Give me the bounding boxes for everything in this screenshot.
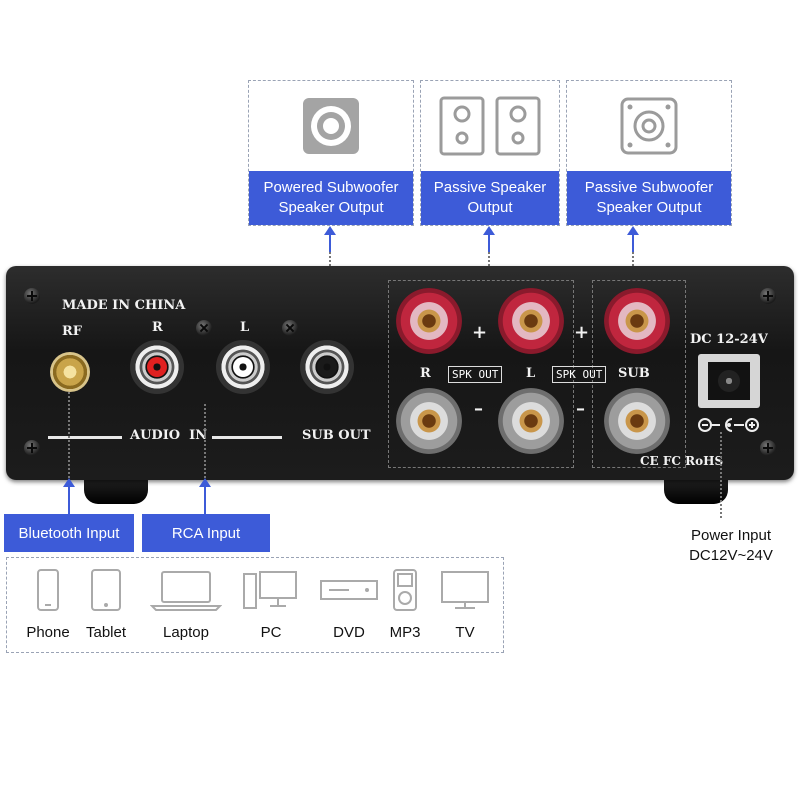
sub-terminal-area xyxy=(592,280,686,468)
screw-icon xyxy=(24,288,40,304)
rca-right-jack xyxy=(130,340,184,394)
sub-out-jack xyxy=(300,340,354,394)
dc-power-jack xyxy=(698,354,760,408)
bluetooth-input-label: Bluetooth Input xyxy=(4,514,134,552)
speakers-icon xyxy=(421,81,559,171)
amplifier-rear-panel: MADE IN CHINA RF R L AUDIO IN SUB OUT + … xyxy=(6,266,794,480)
speaker-r-negative-terminal xyxy=(396,388,462,454)
device-laptop: Laptop xyxy=(143,566,229,641)
device-label: MP3 xyxy=(389,624,421,641)
spk-out-tag: SPK OUT xyxy=(448,366,503,383)
rca-l-label: L xyxy=(240,320,250,335)
device-label: DVD xyxy=(333,624,365,641)
power-input-line1: Power Input xyxy=(690,527,772,544)
screw-icon xyxy=(760,440,776,456)
plus-sign: + xyxy=(574,322,590,343)
mp3-icon xyxy=(369,566,441,614)
minus-sign: – xyxy=(576,398,585,419)
screw-icon xyxy=(760,288,776,304)
spk-out-tag: SPK OUT xyxy=(552,366,607,383)
dvd-icon xyxy=(313,566,385,614)
tv-icon xyxy=(429,566,501,614)
arrow-up-icon xyxy=(324,226,336,235)
screw-icon xyxy=(24,440,40,456)
device-label: PC xyxy=(260,624,282,641)
connector-line xyxy=(488,234,490,252)
polarity-icon xyxy=(696,416,762,434)
connector-line xyxy=(632,234,634,252)
sub-out-label: SUB OUT xyxy=(302,428,371,443)
audio-in-label: AUDIO IN xyxy=(130,428,208,443)
pointer-line xyxy=(204,404,206,478)
rf-antenna-connector xyxy=(50,352,90,392)
audio-in-line-left xyxy=(48,436,122,439)
device-pc: PC xyxy=(235,566,307,641)
rca-left-jack xyxy=(216,340,270,394)
device-label: Phone xyxy=(26,624,70,641)
rubber-foot xyxy=(84,478,148,504)
spk-r-label: R xyxy=(420,366,431,381)
screw-icon xyxy=(196,320,212,336)
pc-icon xyxy=(235,566,307,614)
device-label: TV xyxy=(455,624,475,641)
spk-sub-label: SUB xyxy=(618,366,650,381)
device-mp3: MP3 xyxy=(369,566,441,641)
screw-icon xyxy=(282,320,298,336)
device-label: Tablet xyxy=(85,624,127,641)
device-label: Laptop xyxy=(163,624,209,641)
passive-subwoofer-callout: Passive Subwoofer Speaker Output xyxy=(566,80,732,226)
spk-l-label: L xyxy=(526,366,536,381)
rca-input-label: RCA Input xyxy=(142,514,270,552)
device-dvd: DVD xyxy=(313,566,385,641)
minus-sign: – xyxy=(474,398,483,419)
passive-speaker-label: Passive Speaker Output xyxy=(421,171,559,225)
sub-positive-terminal xyxy=(604,288,670,354)
speaker-l-positive-terminal xyxy=(498,288,564,354)
made-in-china-text: MADE IN CHINA xyxy=(62,298,186,313)
pointer-line xyxy=(720,432,722,518)
rca-r-label: R xyxy=(152,320,163,335)
passive-subwoofer-label: Passive Subwoofer Speaker Output xyxy=(567,171,731,225)
subwoofer-icon xyxy=(249,81,413,171)
connector-line xyxy=(68,486,70,514)
device-tv: TV xyxy=(429,566,501,641)
powered-subwoofer-callout: Powered Subwoofer Speaker Output xyxy=(248,80,414,226)
rubber-foot xyxy=(664,478,728,504)
arrow-up-icon xyxy=(199,478,211,487)
speaker-r-positive-terminal xyxy=(396,288,462,354)
phone-icon xyxy=(13,566,83,614)
speaker-terminal-area xyxy=(388,280,574,468)
rf-label: RF xyxy=(62,324,83,339)
speaker-l-negative-terminal xyxy=(498,388,564,454)
powered-subwoofer-label: Powered Subwoofer Speaker Output xyxy=(249,171,413,225)
audio-in-line-right xyxy=(212,436,282,439)
compatible-devices-bar: Phone Tablet Laptop PC DVD MP3 TV xyxy=(6,557,504,653)
tablet-icon xyxy=(71,566,141,614)
sub-negative-terminal xyxy=(604,388,670,454)
laptop-icon xyxy=(143,566,229,614)
power-input-line2: DC12V~24V xyxy=(689,547,773,564)
passive-subwoofer-icon xyxy=(567,81,731,171)
device-phone: Phone xyxy=(13,566,83,641)
connector-line xyxy=(329,234,331,252)
certification-marks: CE FC RoHS xyxy=(640,454,724,468)
arrow-up-icon xyxy=(627,226,639,235)
connector-line xyxy=(204,486,206,514)
pointer-line xyxy=(68,392,70,478)
dc-voltage-label: DC 12-24V xyxy=(690,332,768,347)
power-input-label: Power Input DC12V~24V xyxy=(676,526,786,566)
arrow-up-icon xyxy=(483,226,495,235)
plus-sign: + xyxy=(472,322,488,343)
arrow-up-icon xyxy=(63,478,75,487)
passive-speaker-callout: Passive Speaker Output xyxy=(420,80,560,226)
device-tablet: Tablet xyxy=(71,566,141,641)
